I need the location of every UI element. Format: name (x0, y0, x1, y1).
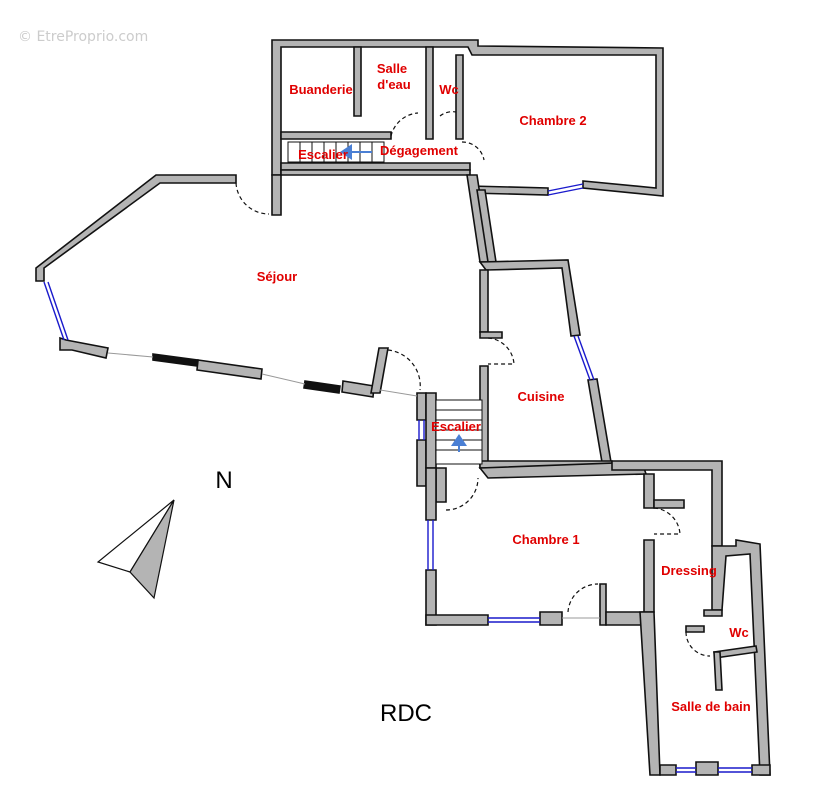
room-label-degagement: Dégagement (380, 143, 459, 158)
room-label-salle-eau-line1: Salle (377, 61, 407, 76)
stair-arrow-icon (451, 434, 467, 446)
level-label: RDC (380, 700, 432, 727)
room-label-chambre-2: Chambre 2 (519, 113, 586, 128)
room-label-chambre-1: Chambre 1 (512, 532, 579, 547)
windows (43, 183, 752, 773)
room-labels: Buanderie Salle d'eau Wc Chambre 2 Escal… (257, 61, 751, 714)
room-label-salle-eau-line2: d'eau (377, 77, 410, 92)
north-label: N (215, 467, 232, 494)
room-label-wc-top: Wc (439, 82, 459, 97)
stair-middle (435, 399, 483, 465)
room-label-salle-de-bain: Salle de bain (671, 699, 751, 714)
room-label-cuisine: Cuisine (518, 389, 565, 404)
stair-arrow-icon (340, 144, 352, 160)
room-label-dressing: Dressing (661, 563, 717, 578)
room-label-wc-bottom: Wc (729, 625, 749, 640)
room-label-sejour: Séjour (257, 269, 297, 284)
watermark-text: © EtreProprio.com (18, 29, 148, 45)
room-label-escalier-middle: Escalier (431, 419, 481, 434)
doors (235, 111, 711, 657)
room-label-buanderie: Buanderie (289, 82, 353, 97)
north-compass (96, 499, 175, 600)
walls (35, 39, 771, 776)
stair-top (287, 141, 385, 163)
room-label-escalier-top: Escalier (298, 147, 348, 162)
